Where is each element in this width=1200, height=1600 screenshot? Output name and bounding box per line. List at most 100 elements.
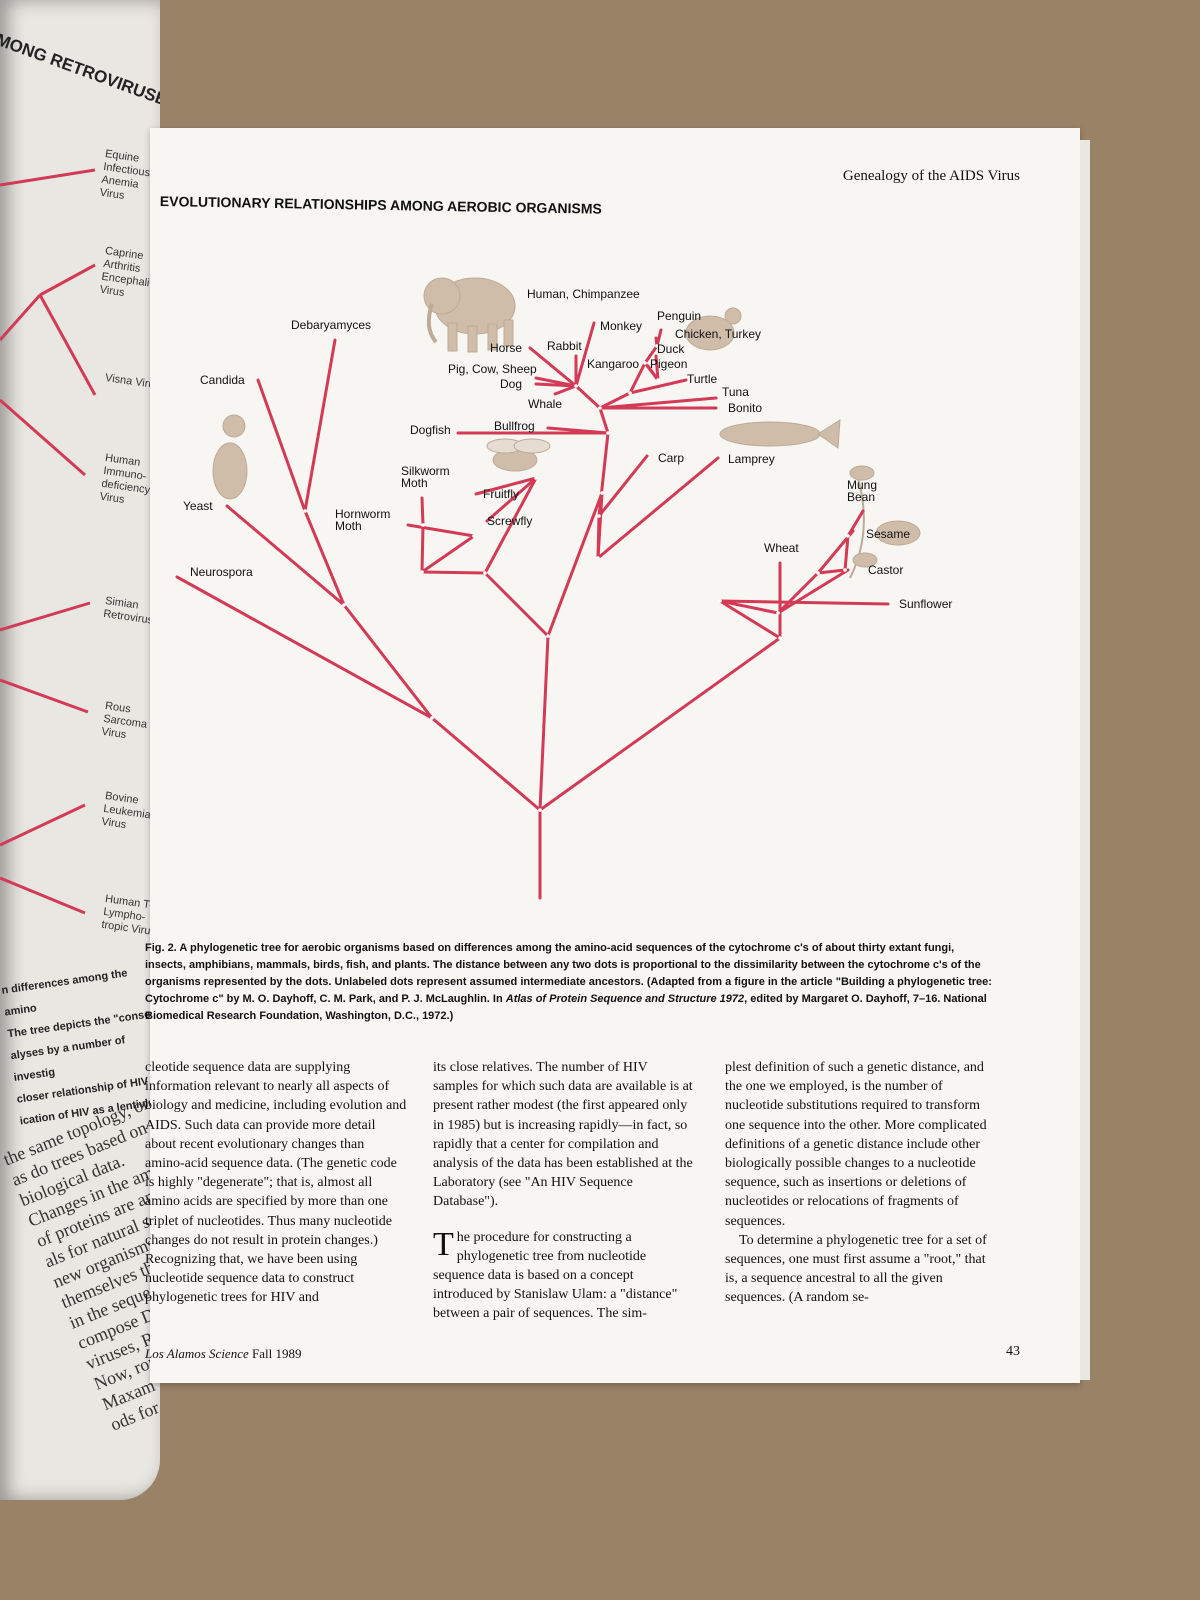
tree-branch [597, 454, 649, 518]
organism-label-whale: Whale [528, 397, 562, 411]
organism-label-silkworm2: Moth [401, 476, 428, 490]
organism-label-fruitfly: Fruitfly [483, 487, 519, 501]
tree-branch [574, 384, 602, 410]
ancestor-dot [598, 406, 602, 410]
tree-branch [256, 378, 307, 513]
tree-branch [430, 716, 542, 812]
organism-label-monkey: Monkey [600, 319, 642, 333]
organism-label-screwfly: Screwfly [487, 514, 532, 528]
tree-branch [485, 476, 538, 523]
tree-branch [225, 504, 346, 607]
tree-branch [534, 382, 578, 388]
page-number: 43 [1006, 1344, 1020, 1359]
mammoth-illustration [423, 277, 516, 353]
ancestor-dot [546, 634, 550, 638]
figure-caption: Fig. 2. A phylogenetic tree for aerobic … [145, 940, 995, 1025]
body-paragraph: To determine a phylogenetic tree for a s… [725, 1232, 987, 1306]
organism-label-candida: Candida [200, 373, 245, 387]
tree-branch [598, 396, 718, 410]
tree-branch [843, 534, 850, 572]
ancestor-dot [846, 534, 850, 538]
tree-branch [596, 514, 601, 560]
ancestor-dot [606, 431, 610, 435]
ancestor-dot [597, 514, 601, 518]
left-branch [38, 294, 97, 396]
tree-branch [483, 476, 538, 575]
body-paragraph: plest definition of such a genetic dista… [725, 1060, 987, 1229]
tree-branch [342, 603, 434, 720]
left-branch [0, 168, 96, 187]
tree-branch [574, 321, 596, 388]
footer-journal: Los Alamos Science Fall 1989 [145, 1346, 302, 1361]
ancestor-dot [342, 603, 346, 607]
tree-branch [628, 361, 647, 395]
tree-branch [643, 344, 659, 365]
tree-branch [776, 571, 820, 615]
left-branch [0, 803, 86, 847]
left-branch [0, 678, 89, 714]
organism-label-dog: Dog [500, 377, 522, 391]
organism-label-hornworm2: Moth [335, 519, 362, 533]
ancestor-dot [303, 509, 307, 513]
ancestor-dots [303, 344, 850, 812]
organism-label-chicken: Chicken, Turkey [675, 327, 761, 341]
organism-label-bullfrog: Bullfrog [494, 419, 535, 433]
tree-branch [538, 634, 550, 812]
organism-label-hornworm1: Hornworm [335, 507, 390, 521]
caption-book-title: Atlas of Protein Sequence and Structure … [505, 993, 745, 1005]
fish-illustration [719, 419, 841, 449]
tree-branch [175, 575, 434, 720]
organism-label-mung1: Mung [847, 478, 877, 492]
left-branch [39, 263, 96, 297]
organism-label-tuna: Tuna [722, 385, 749, 399]
ancestor-dot [534, 476, 538, 480]
ancestor-dot [776, 611, 780, 615]
right-page: Genealogy of the AIDS Virus EVOLUTIONARY… [145, 128, 1090, 1383]
ancestor-dot [538, 808, 542, 812]
tree-branch [596, 456, 720, 560]
plant-illustration [849, 465, 921, 579]
fly-illustration [486, 438, 551, 472]
ancestor-dot [596, 556, 600, 560]
tree-branch [598, 406, 610, 435]
ancestor-dot [430, 716, 434, 720]
organism-label-human: Human, Chimpanzee [527, 287, 640, 301]
tree-branch [654, 354, 660, 382]
tree-branch [538, 636, 782, 812]
body-column-3: plest definition of such a genetic dista… [725, 1058, 987, 1308]
tree-branch [303, 338, 337, 513]
left-branch [0, 294, 42, 341]
organism-label-bonito: Bonito [728, 401, 762, 415]
left-facing-page: MONG RETROVIRUSES Equine Infectious Anem… [0, 0, 160, 1500]
tree-branch [420, 523, 425, 574]
tree-branch [816, 568, 847, 575]
organism-label-debaryamyces: Debaryamyces [291, 318, 371, 332]
tree-branch [628, 378, 688, 395]
organism-label-lamprey: Lamprey [728, 452, 775, 466]
organism-label-penguin: Penguin [657, 309, 701, 323]
organism-label-yeast: Yeast [183, 499, 213, 513]
left-tree-branches [0, 168, 97, 915]
organism-label-silkworm1: Silkworm [401, 464, 450, 478]
ancestor-dot [718, 599, 722, 603]
tree-branch [406, 523, 476, 538]
left-branch [0, 876, 86, 915]
left-branch [0, 398, 86, 477]
ancestor-dot [816, 571, 820, 575]
ancestor-dot [655, 344, 659, 348]
organism-label-horse: Horse [490, 341, 522, 355]
ancestor-dot [656, 378, 660, 382]
organism-label-sesame: Sesame [866, 527, 910, 541]
organism-label-kangaroo: Kangaroo [587, 357, 639, 371]
bird-illustration [685, 307, 742, 351]
body-column-1: cleotide sequence data are supplying inf… [145, 1058, 407, 1308]
organism-label-sunflower: Sunflower [899, 597, 952, 611]
caption-lead: Fig. 2. A phylogenetic tree for aerobic … [145, 942, 992, 1005]
organism-label-carp: Carp [658, 451, 684, 465]
tree-branch [303, 509, 346, 607]
tree-branch [420, 570, 487, 575]
organism-label-wheat: Wheat [764, 541, 799, 555]
organism-label-duck: Duck [657, 342, 685, 356]
